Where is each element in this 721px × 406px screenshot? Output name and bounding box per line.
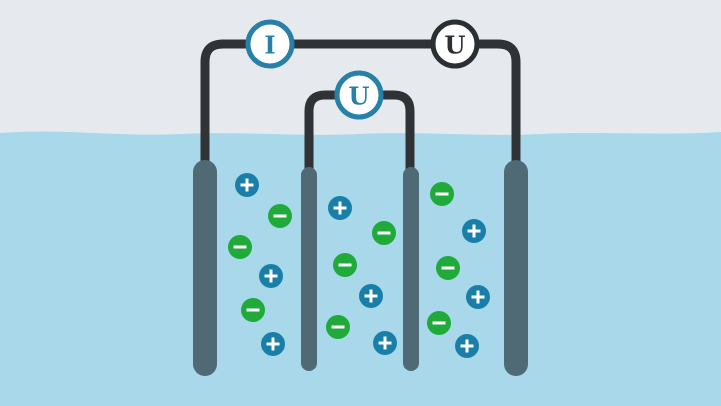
positive-ion: [235, 173, 259, 197]
positive-ion: [261, 332, 285, 356]
outer-voltmeter: U: [430, 19, 480, 69]
positive-ion: [455, 334, 479, 358]
electrode-outer-left: [193, 160, 217, 376]
ion-symbol-stroke: [233, 245, 247, 249]
ammeter-label: I: [264, 31, 275, 60]
ion-symbol-stroke: [472, 224, 476, 238]
negative-ion: [326, 315, 350, 339]
positive-ion: [328, 196, 352, 220]
ion-symbol-stroke: [441, 266, 455, 270]
negative-ion: [430, 182, 454, 206]
ion-symbol-stroke: [435, 192, 449, 196]
positive-ion: [259, 264, 283, 288]
ammeter-icon: [245, 19, 295, 69]
water-body: [0, 131, 721, 406]
outer-voltmeter-label: U: [445, 31, 466, 60]
voltmeter-icon: [334, 70, 384, 120]
ion-symbol-stroke: [476, 290, 480, 304]
ion-symbol-stroke: [338, 263, 352, 267]
ion-symbol-stroke: [273, 214, 287, 218]
ion-symbol-stroke: [246, 308, 260, 312]
ion-symbol-stroke: [245, 178, 249, 192]
negative-ion: [241, 298, 265, 322]
positive-ion: [373, 331, 397, 355]
inner-voltmeter-label: U: [349, 82, 370, 111]
ion-symbol-stroke: [269, 269, 273, 283]
ions-group: [228, 173, 490, 358]
positive-ion: [466, 285, 490, 309]
inner-voltmeter: U: [334, 70, 384, 120]
ion-symbol-stroke: [377, 231, 391, 235]
electrode-inner-left: [301, 167, 317, 371]
negative-ion: [436, 256, 460, 280]
negative-ion: [268, 204, 292, 228]
outer-circuit-wire: [200, 39, 521, 177]
ion-symbol-stroke: [331, 325, 345, 329]
negative-ion: [427, 311, 451, 335]
electrode-inner-right: [403, 167, 419, 371]
negative-ion: [372, 221, 396, 245]
ion-symbol-stroke: [432, 321, 446, 325]
ion-symbol-stroke: [369, 289, 373, 303]
ammeter: I: [245, 19, 295, 69]
voltmeter-icon: [430, 19, 480, 69]
ion-symbol-stroke: [271, 337, 275, 351]
ion-symbol-stroke: [338, 201, 342, 215]
negative-ion: [228, 235, 252, 259]
positive-ion: [462, 219, 486, 243]
ion-symbol-stroke: [383, 336, 387, 350]
ion-symbol-stroke: [465, 339, 469, 353]
negative-ion: [333, 253, 357, 277]
positive-ion: [359, 284, 383, 308]
electrode-outer-right: [504, 160, 528, 376]
